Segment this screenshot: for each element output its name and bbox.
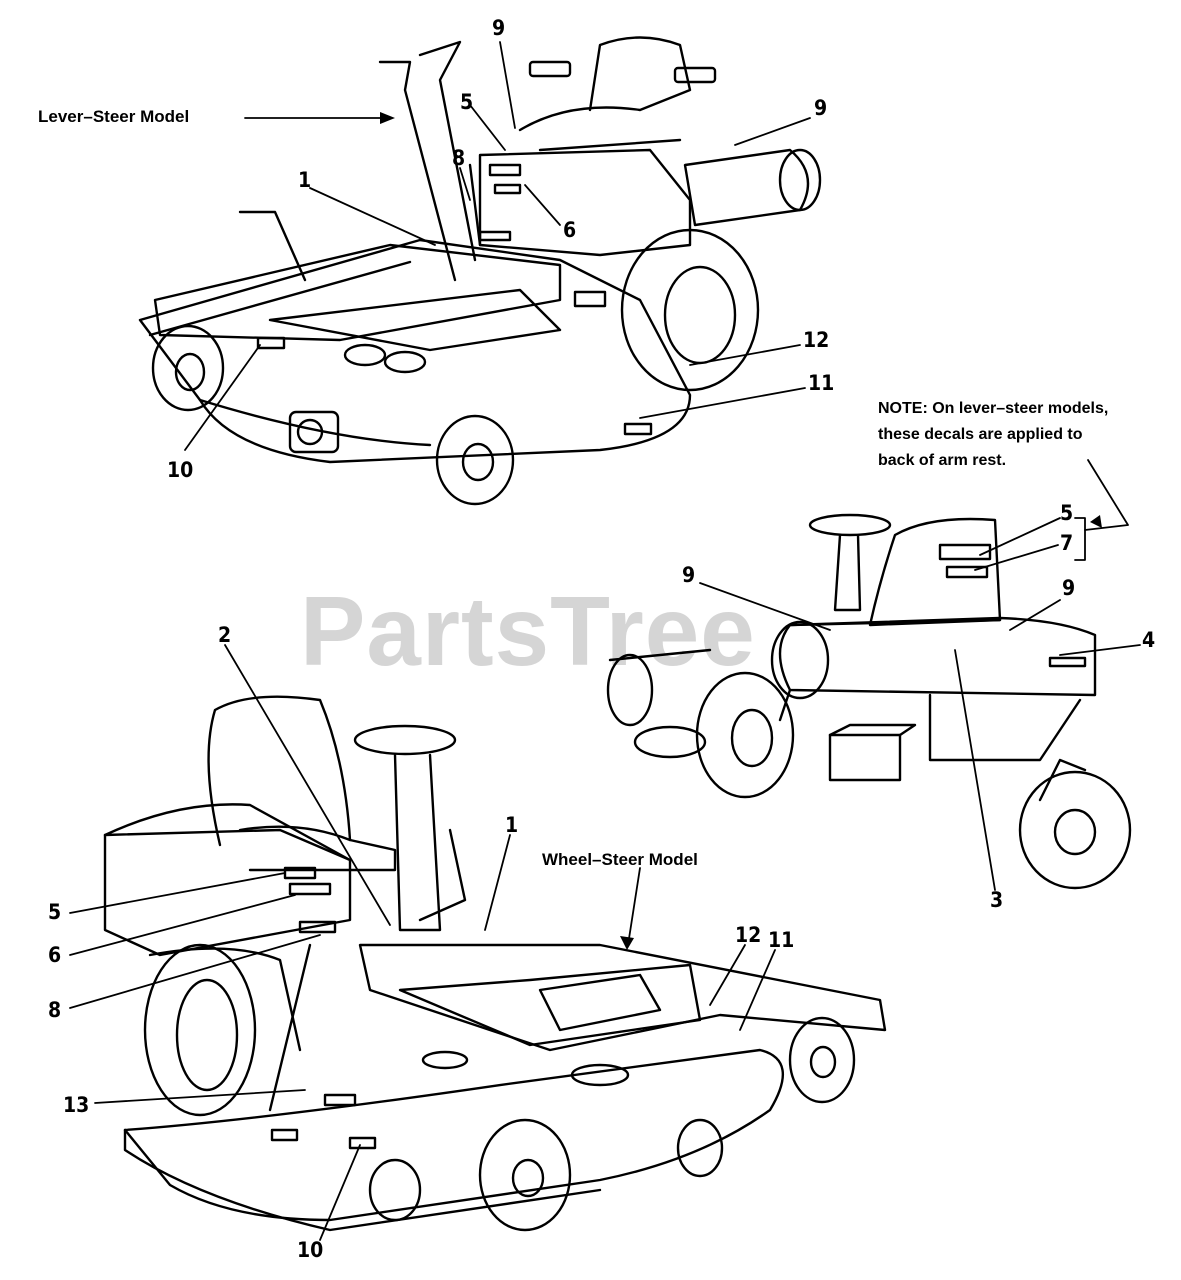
lever-steer-mower-illustration <box>138 36 822 506</box>
right-mower-illustration <box>606 513 1132 890</box>
callout-9: 9 <box>1062 576 1076 600</box>
callout-9: 9 <box>492 16 506 40</box>
callout-13: 13 <box>63 1093 90 1117</box>
callout-9: 9 <box>814 96 828 120</box>
callout-12: 12 <box>735 923 762 947</box>
callout-5: 5 <box>1060 501 1074 525</box>
callout-10: 10 <box>297 1238 324 1262</box>
note-line-2: these decals are applied to <box>878 426 1083 443</box>
wheel-steer-mower-illustration <box>103 695 887 1232</box>
callout-5: 5 <box>48 900 62 924</box>
callout-1: 1 <box>298 168 312 192</box>
lever-steer-model-label: Lever–Steer Model <box>38 107 190 126</box>
callout-8: 8 <box>452 146 466 170</box>
callout-6: 6 <box>563 218 577 242</box>
callout-1: 1 <box>505 813 519 837</box>
callout-3: 3 <box>990 888 1004 912</box>
callout-2: 2 <box>218 623 232 647</box>
lever-steer-note: NOTE: On lever–steer models, these decal… <box>878 396 1108 474</box>
callout-11: 11 <box>768 928 795 952</box>
partstree-watermark: PartsTree <box>300 576 756 686</box>
arrow-heads <box>380 112 1102 950</box>
callout-11: 11 <box>808 371 835 395</box>
note-line-3: back of arm rest. <box>878 452 1007 469</box>
callout-8: 8 <box>48 998 62 1022</box>
callout-5: 5 <box>460 90 474 114</box>
callout-7: 7 <box>1060 531 1074 555</box>
callout-10: 10 <box>167 458 194 482</box>
callout-9: 9 <box>682 563 696 587</box>
callout-6: 6 <box>48 943 62 967</box>
callout-4: 4 <box>1142 628 1156 652</box>
leader-lines <box>69 41 1141 1241</box>
callout-12: 12 <box>803 328 830 352</box>
wheel-steer-model-label: Wheel–Steer Model <box>542 850 698 869</box>
note-line-1: NOTE: On lever–steer models, <box>878 400 1109 417</box>
